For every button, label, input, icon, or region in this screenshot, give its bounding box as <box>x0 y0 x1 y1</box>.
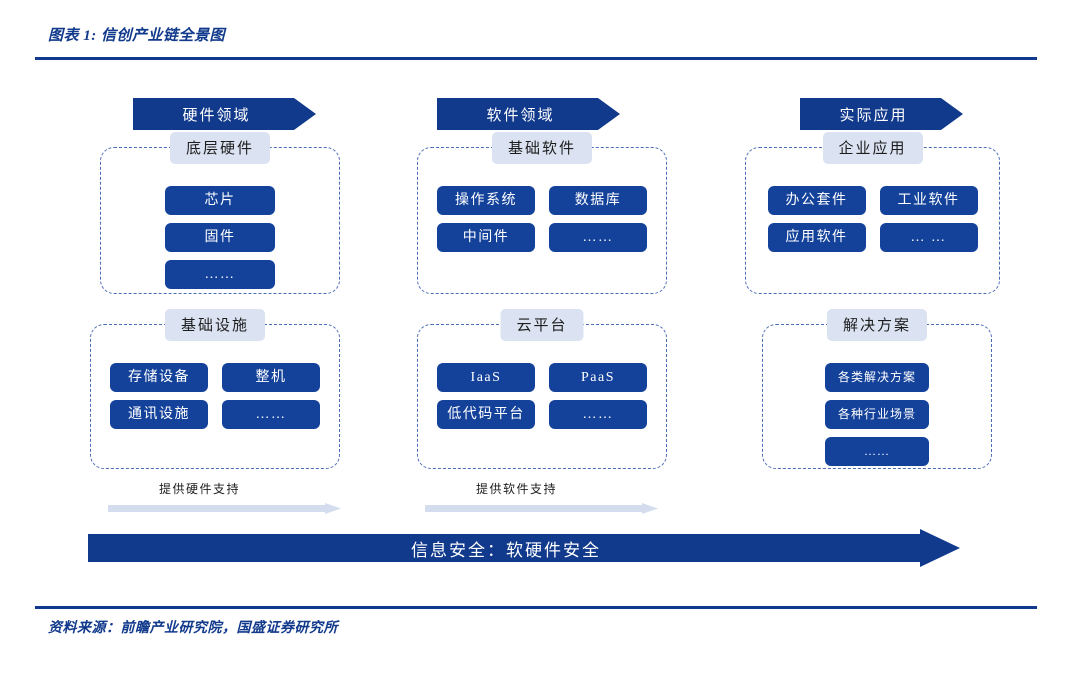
column-banner-application: 实际应用 <box>800 98 963 130</box>
support-arrow-software: 提供软件支持 <box>425 480 658 522</box>
pill-row: 各类解决方案 <box>779 363 975 392</box>
group-box-infrastructure: 基础设施 存储设备 整机 通讯设施 …… <box>90 309 340 469</box>
pill-item: …… <box>825 437 929 466</box>
pill-area-underlying-hardware: 芯片 固件 …… <box>101 176 339 289</box>
pill-area-cloud-platform: IaaS PaaS 低代码平台 …… <box>418 353 666 458</box>
pill-row: 办公套件 工业软件 <box>762 186 983 215</box>
column-banner-software: 软件领域 <box>437 98 620 130</box>
pill-item: 整机 <box>222 363 320 392</box>
group-label-basic-software: 基础软件 <box>491 132 593 164</box>
pill-row: 低代码平台 …… <box>434 400 650 429</box>
group-box-enterprise-application: 企业应用 办公套件 工业软件 应用软件 … … <box>745 132 1000 294</box>
pill-row: 各种行业场景 <box>779 400 975 429</box>
pill-row: 固件 <box>117 223 323 252</box>
pill-item: 芯片 <box>165 186 275 215</box>
pill-row: …… <box>117 260 323 289</box>
page-title: 图表 1: 信创产业链全景图 <box>48 28 225 44</box>
group-box-solutions: 解决方案 各类解决方案 各种行业场景 …… <box>762 309 992 469</box>
source-divider <box>35 606 1037 609</box>
pill-area-enterprise-application: 办公套件 工业软件 应用软件 … … <box>746 176 999 283</box>
pill-item: IaaS <box>437 363 535 392</box>
title-divider-top <box>35 57 1037 60</box>
pill-item: 操作系统 <box>437 186 535 215</box>
pill-item: …… <box>549 400 647 429</box>
pill-area-infrastructure: 存储设备 整机 通讯设施 …… <box>91 353 339 458</box>
group-label-underlying-hardware: 底层硬件 <box>169 132 271 164</box>
support-arrow-hardware: 提供硬件支持 <box>108 480 341 522</box>
group-box-basic-software: 基础软件 操作系统 数据库 中间件 …… <box>417 132 667 294</box>
support-arrow-label: 提供硬件支持 <box>158 482 240 496</box>
pill-item: 办公套件 <box>767 186 866 215</box>
pill-item: …… <box>165 260 275 289</box>
pill-item: 工业软件 <box>879 186 978 215</box>
pill-row: …… <box>779 437 975 466</box>
arrow-right-icon <box>108 503 341 514</box>
pill-row: 应用软件 … … <box>762 223 983 252</box>
pill-item: …… <box>222 400 320 429</box>
support-arrow-label: 提供软件支持 <box>475 482 557 496</box>
pill-area-basic-software: 操作系统 数据库 中间件 …… <box>418 176 666 283</box>
pill-item: PaaS <box>549 363 647 392</box>
pill-item: …… <box>549 223 647 252</box>
group-label-cloud-platform: 云平台 <box>500 309 584 341</box>
group-label-infrastructure: 基础设施 <box>164 309 266 341</box>
pill-row: 操作系统 数据库 <box>434 186 650 215</box>
industry-chain-diagram: 硬件领域 软件领域 实际应用 底层硬件 芯片 固件 …… 基础设施 存储设备 整… <box>0 62 1070 602</box>
group-box-cloud-platform: 云平台 IaaS PaaS 低代码平台 …… <box>417 309 667 469</box>
pill-row: 存储设备 整机 <box>107 363 323 392</box>
source-text: 资料来源：前瞻产业研究院，国盛证券研究所 <box>48 621 338 636</box>
pill-row: 通讯设施 …… <box>107 400 323 429</box>
group-box-underlying-hardware: 底层硬件 芯片 固件 …… <box>100 132 340 294</box>
pill-area-solutions: 各类解决方案 各种行业场景 …… <box>763 353 991 466</box>
column-banner-hardware: 硬件领域 <box>133 98 316 130</box>
pill-item: 存储设备 <box>110 363 208 392</box>
group-label-solutions: 解决方案 <box>826 309 928 341</box>
pill-item: … … <box>879 223 978 252</box>
pill-item: 各种行业场景 <box>825 400 929 429</box>
pill-row: IaaS PaaS <box>434 363 650 392</box>
pill-item: 中间件 <box>437 223 535 252</box>
pill-row: 中间件 …… <box>434 223 650 252</box>
pill-item: 应用软件 <box>767 223 866 252</box>
pill-item: 通讯设施 <box>110 400 208 429</box>
pill-item: 数据库 <box>549 186 647 215</box>
group-label-enterprise-application: 企业应用 <box>822 132 923 164</box>
arrow-right-icon <box>425 503 658 514</box>
pill-item: 低代码平台 <box>437 400 535 429</box>
security-banner-arrow: 信息安全：软硬件安全 <box>88 529 960 567</box>
pill-item: 各类解决方案 <box>825 363 929 392</box>
pill-item: 固件 <box>165 223 275 252</box>
pill-row: 芯片 <box>117 186 323 215</box>
